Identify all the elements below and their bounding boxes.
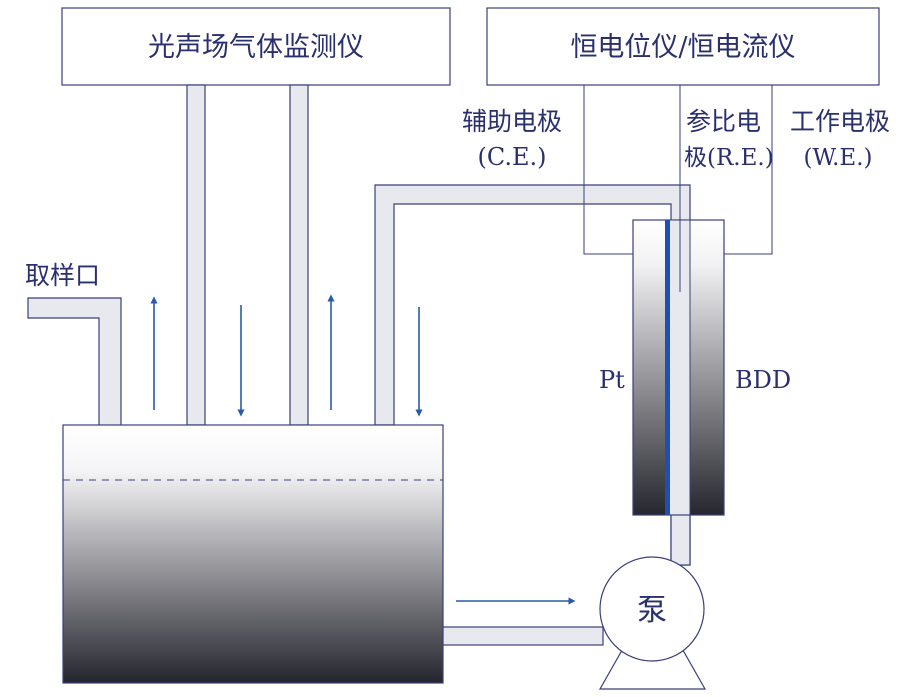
counter-electrode-wire [583,85,633,255]
working-electrode-label: 工作电极 [790,107,890,136]
pump-inlet-tube [442,626,604,646]
reference-electrode-abbr: 极(R.E.) [684,145,774,171]
working-electrode-abbr: (W.E.) [804,145,873,171]
gas-monitor-box [61,7,451,86]
counter-electrode-label: 辅助电极 [462,107,562,136]
reference-electrode-label: 参比电 [686,107,761,136]
pt-label: Pt [599,366,625,394]
gas-monitor-label: 光声场气体监测仪 [148,32,364,63]
gas-tube-left [186,84,206,426]
pump-label: 泵 [637,593,667,628]
potentiostat-box [486,7,880,86]
reaction-tank [62,424,444,684]
pt-electrode [665,220,670,515]
pump-outlet-tube [670,514,691,566]
pump-body [599,556,705,662]
potentiostat-label: 恒电位仪/恒电流仪 [570,32,795,63]
sampling-port-label: 取样口 [25,261,100,290]
bdd-label: BDD [735,366,791,394]
working-electrode-wire [724,85,773,255]
counter-electrode-abbr: (C.E.) [477,143,546,171]
gas-tube-right [289,84,309,426]
